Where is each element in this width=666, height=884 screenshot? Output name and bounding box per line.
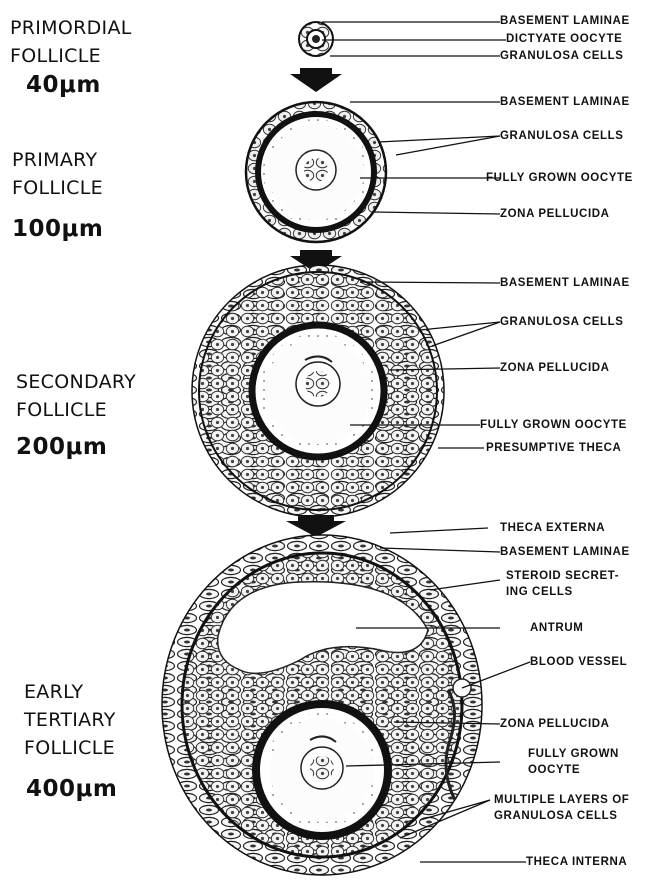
stage-name-line: FOLLICLE — [16, 396, 136, 424]
stage-tertiary-name: EARLY TERTIARY FOLLICLE — [24, 678, 116, 762]
label-antrum: ANTRUM — [530, 620, 583, 636]
label-fully-grown-oocyte: FULLY GROWN OOCYTE — [486, 170, 633, 186]
label-granulosa-cells: GRANULOSA CELLS — [500, 48, 624, 64]
label-basement-laminae: BASEMENT LAMINAE — [500, 544, 630, 560]
label-zona-pellucida: ZONA PELLUCIDA — [500, 716, 610, 732]
stage-name-line: FOLLICLE — [10, 42, 132, 70]
label-multiple-layers-granulosa: MULTIPLE LAYERS OF GRANULOSA CELLS — [494, 792, 634, 824]
label-granulosa-cells: GRANULOSA CELLS — [500, 128, 624, 144]
label-basement-laminae: BASEMENT LAMINAE — [500, 275, 630, 291]
label-dictyate-oocyte: DICTYATE OOCYTE — [506, 31, 622, 47]
label-granulosa-cells: GRANULOSA CELLS — [500, 314, 624, 330]
label-steroid-secreting-cells: STEROID SECRET- ING CELLS — [506, 568, 646, 600]
arrow-down-3 — [286, 515, 346, 537]
label-fully-grown-oocyte: FULLY GROWN OOCYTE — [480, 417, 627, 433]
stage-primordial-name: PRIMORDIAL FOLLICLE — [10, 14, 132, 70]
stage-name-line: FOLLICLE — [12, 174, 103, 202]
primordial-follicle-drawing — [299, 22, 333, 56]
label-presumptive-theca: PRESUMPTIVE THECA — [486, 440, 621, 456]
arrow-down-1 — [290, 68, 342, 92]
label-basement-laminae: BASEMENT LAMINAE — [500, 94, 630, 110]
label-theca-interna: THECA INTERNA — [526, 854, 627, 870]
primary-follicle-drawing — [246, 102, 386, 242]
stage-primary-size: 100μm — [12, 216, 103, 242]
stage-name-line: SECONDARY — [16, 368, 136, 396]
label-blood-vessel: BLOOD VESSEL — [530, 654, 627, 670]
label-basement-laminae: BASEMENT LAMINAE — [500, 13, 630, 29]
stage-name-line: FOLLICLE — [24, 734, 116, 762]
stage-name-line: TERTIARY — [24, 706, 116, 734]
stage-secondary-name: SECONDARY FOLLICLE — [16, 368, 136, 424]
label-theca-externa: THECA EXTERNA — [500, 520, 605, 536]
secondary-follicle-drawing — [192, 265, 444, 517]
stage-secondary-size: 200μm — [16, 434, 107, 460]
label-fully-grown-oocyte: FULLY GROWN OOCYTE — [528, 746, 666, 778]
stage-name-line: PRIMARY — [12, 146, 103, 174]
label-zona-pellucida: ZONA PELLUCIDA — [500, 206, 610, 222]
stage-primary-name: PRIMARY FOLLICLE — [12, 146, 103, 202]
stage-name-line: PRIMORDIAL — [10, 14, 132, 42]
label-zona-pellucida: ZONA PELLUCIDA — [500, 360, 610, 376]
stage-name-line: EARLY — [24, 678, 116, 706]
stage-primordial-size: 40μm — [26, 72, 101, 98]
stage-tertiary-size: 400μm — [26, 776, 117, 802]
